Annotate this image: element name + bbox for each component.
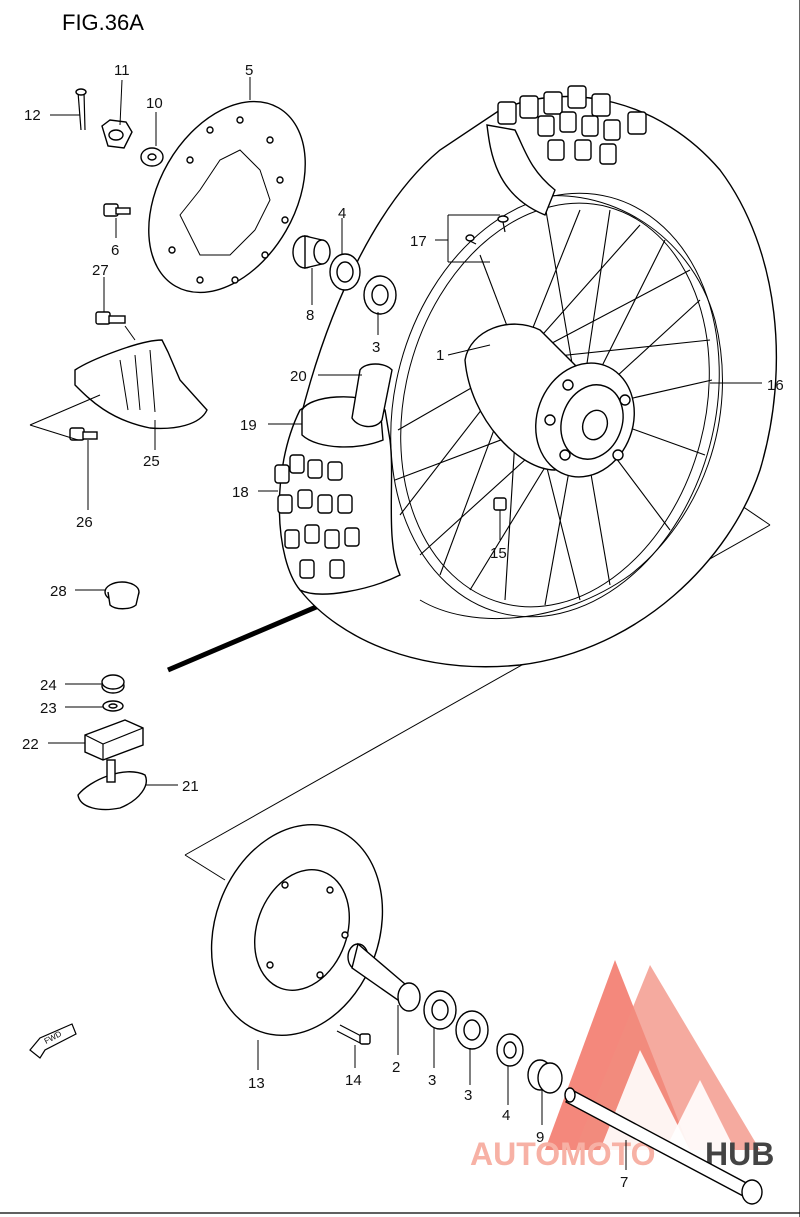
callout-25: 25	[143, 453, 160, 470]
inner-tube	[351, 363, 393, 428]
spacer-9	[527, 1059, 563, 1094]
callout-27: 27	[92, 262, 109, 279]
tire-tread-left	[274, 454, 360, 579]
hub-bore	[581, 409, 609, 441]
callout-11: 11	[114, 62, 130, 79]
castle-nut	[101, 119, 133, 149]
callout-14: 14	[345, 1072, 362, 1089]
bearing-4-bottom	[496, 1033, 524, 1067]
bearing-4-top	[329, 253, 361, 291]
watermark-text-automoto: AUTOMOTO	[470, 1136, 655, 1172]
guard-leader-c	[124, 325, 136, 341]
rim-lock-block	[84, 719, 144, 761]
hub-bolt-hole	[544, 414, 556, 426]
callout-19: 19	[240, 417, 257, 434]
cap-28	[104, 581, 140, 610]
callout-labels: 1 2 3 3 3 4 4 5 6 7 8 9 10 11 12 13 14 1…	[22, 62, 784, 1191]
guard-leader-b	[29, 424, 79, 441]
forward-arrow-icon: FWD	[29, 1023, 77, 1059]
hub-bolt-hole	[612, 449, 624, 461]
disc-guard	[74, 339, 208, 430]
spoke-nipple	[465, 215, 509, 245]
rim-outer	[390, 192, 720, 618]
figure-title: FIG.36A	[62, 10, 144, 35]
callout-21: 21	[182, 778, 199, 795]
callout-6: 6	[111, 242, 119, 259]
callout-4: 4	[338, 205, 346, 222]
callout-15: 15	[490, 545, 507, 562]
rim-lock	[77, 759, 147, 811]
rim-inner	[400, 202, 710, 608]
callout-22: 22	[22, 736, 39, 753]
callout-4: 4	[502, 1107, 510, 1124]
bearing-3-bottom-a	[423, 990, 457, 1030]
leader-lines	[48, 77, 762, 1170]
callout-3: 3	[464, 1087, 472, 1104]
callout-24: 24	[40, 677, 57, 694]
washer	[140, 147, 164, 167]
bearing-3-bottom-b	[455, 1010, 489, 1050]
valve-nut	[493, 497, 507, 511]
guard-leader-a	[29, 394, 101, 426]
callout-17: 17	[410, 233, 427, 250]
hub-bolt-hole	[562, 379, 574, 391]
spacer-8	[292, 235, 331, 269]
cotter-pin	[75, 88, 87, 131]
hub-bolt-hole	[619, 394, 631, 406]
callout-5: 5	[245, 62, 253, 79]
callout-28: 28	[50, 583, 67, 600]
bolt-6	[103, 203, 131, 217]
callout-23: 23	[40, 700, 57, 717]
callout-9: 9	[536, 1129, 544, 1146]
assembly-line-short	[184, 854, 226, 881]
washer-23	[102, 700, 124, 712]
callout-3: 3	[372, 339, 380, 356]
callout-3: 3	[428, 1072, 436, 1089]
bearing-3-top	[363, 275, 397, 315]
callout-18: 18	[232, 484, 249, 501]
bolt-27	[95, 311, 126, 325]
bolt-14	[336, 1024, 371, 1045]
callout-12: 12	[24, 107, 41, 124]
axle	[564, 1087, 763, 1205]
callout-26: 26	[76, 514, 93, 531]
hub-bolt-hole	[559, 449, 571, 461]
callout-20: 20	[290, 368, 307, 385]
tire-tread-top	[486, 85, 647, 216]
callout-16: 16	[767, 377, 784, 394]
rear-wheel	[274, 85, 778, 668]
callout-7: 7	[620, 1174, 628, 1191]
watermark-text-hub: HUB	[705, 1136, 774, 1172]
brake-disc	[148, 100, 306, 294]
callout-10: 10	[146, 95, 163, 112]
watermark-logo	[545, 960, 760, 1150]
nut-24	[101, 674, 125, 694]
sprocket	[210, 824, 384, 1036]
bolt-26	[69, 427, 98, 441]
callout-1: 1	[436, 347, 444, 364]
callout-2: 2	[392, 1059, 400, 1076]
callout-8: 8	[306, 307, 314, 324]
logo-triangle-cut-2	[665, 1080, 735, 1150]
callout-13: 13	[248, 1075, 265, 1092]
sleeve-2	[347, 942, 421, 1012]
